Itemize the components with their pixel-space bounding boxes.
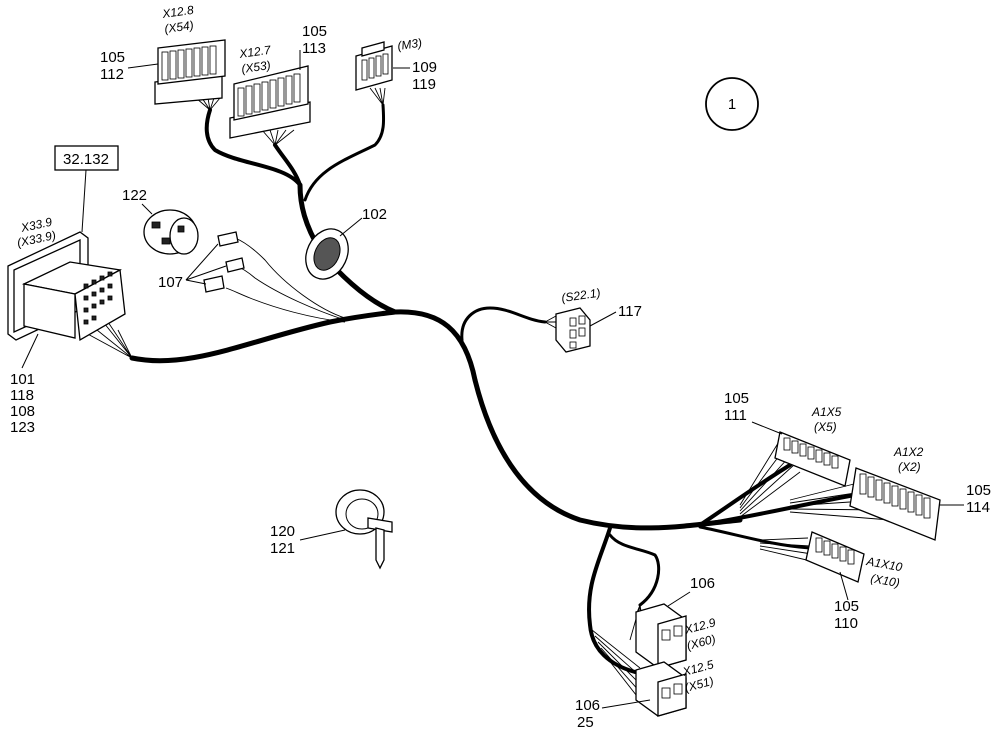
- label-122: 122: [122, 187, 147, 204]
- label-102: 102: [362, 206, 387, 223]
- desig-a1x5: A1X5: [811, 405, 842, 419]
- connector-m3: [355, 41, 393, 91]
- desig-x54: (X54): [163, 18, 194, 36]
- connector-x12-5: [635, 661, 687, 717]
- desig-s22-1: (S22.1): [560, 286, 601, 305]
- label-105-a: 105: [100, 49, 125, 66]
- label-121: 121: [270, 540, 295, 557]
- label-118: 118: [10, 387, 34, 404]
- desig-m3: (M3): [396, 36, 422, 53]
- display-unit-x33-9: [7, 231, 126, 342]
- desig-x53: (X53): [240, 58, 271, 76]
- label-111: 111: [724, 407, 747, 424]
- desig-a1x10: A1X10: [864, 554, 903, 574]
- connector-x12-7: [229, 65, 311, 139]
- label-25: 25: [577, 714, 594, 731]
- label-105-d: 105: [966, 482, 991, 499]
- desig-x5: (X5): [814, 420, 837, 434]
- desig-x12-8: X12.8: [160, 3, 194, 21]
- label-101: 101: [10, 371, 35, 388]
- cable-tie-120: [335, 489, 393, 570]
- desig-a1x2: A1X2: [893, 445, 924, 459]
- label-119: 119: [412, 76, 436, 93]
- label-113: 113: [302, 40, 326, 57]
- plug-122: [143, 209, 199, 255]
- label-114: 114: [966, 499, 990, 516]
- leader-lines: [21, 50, 964, 709]
- label-108: 108: [10, 403, 35, 420]
- label-112: 112: [100, 66, 124, 83]
- harness-trunk: [129, 103, 857, 674]
- label-106-top: 106: [690, 575, 715, 592]
- connector-x12-9: [635, 603, 687, 669]
- label-110: 110: [834, 615, 858, 632]
- desig-x12-7: X12.7: [237, 43, 272, 62]
- grommet-102: [305, 228, 349, 280]
- callout-labels: 105 112 105 113 109 119 122 107 102 117 …: [10, 23, 991, 731]
- label-109: 109: [412, 59, 437, 76]
- sheet-number-circle: 1: [705, 77, 759, 131]
- switch-s22-1: [555, 307, 591, 353]
- reference-label: 32.132: [63, 151, 109, 168]
- label-120: 120: [270, 523, 295, 540]
- label-105-e: 105: [834, 598, 859, 615]
- sheet-number: 1: [728, 96, 736, 113]
- connector-a1x10: [805, 531, 865, 583]
- label-106-bottom: 106: [575, 697, 600, 714]
- label-123: 123: [10, 419, 35, 436]
- reference-box: 32.132: [54, 145, 119, 171]
- desig-x10: (X10): [869, 571, 900, 590]
- label-105-c: 105: [724, 390, 749, 407]
- label-105-b: 105: [302, 23, 327, 40]
- wire-fans: [83, 87, 891, 701]
- connector-designations: X12.8 (X54) X12.7 (X53) (M3) X33.9 (X33.…: [16, 3, 924, 695]
- terminals-107: [203, 231, 245, 293]
- desig-x33-9: X33.9: [19, 215, 54, 235]
- label-117: 117: [618, 303, 642, 320]
- connector-a1x5: [774, 431, 851, 487]
- desig-x2: (X2): [898, 460, 921, 474]
- connector-a1x2: [849, 467, 941, 541]
- label-107: 107: [158, 274, 183, 291]
- connector-x12-8: [154, 39, 226, 105]
